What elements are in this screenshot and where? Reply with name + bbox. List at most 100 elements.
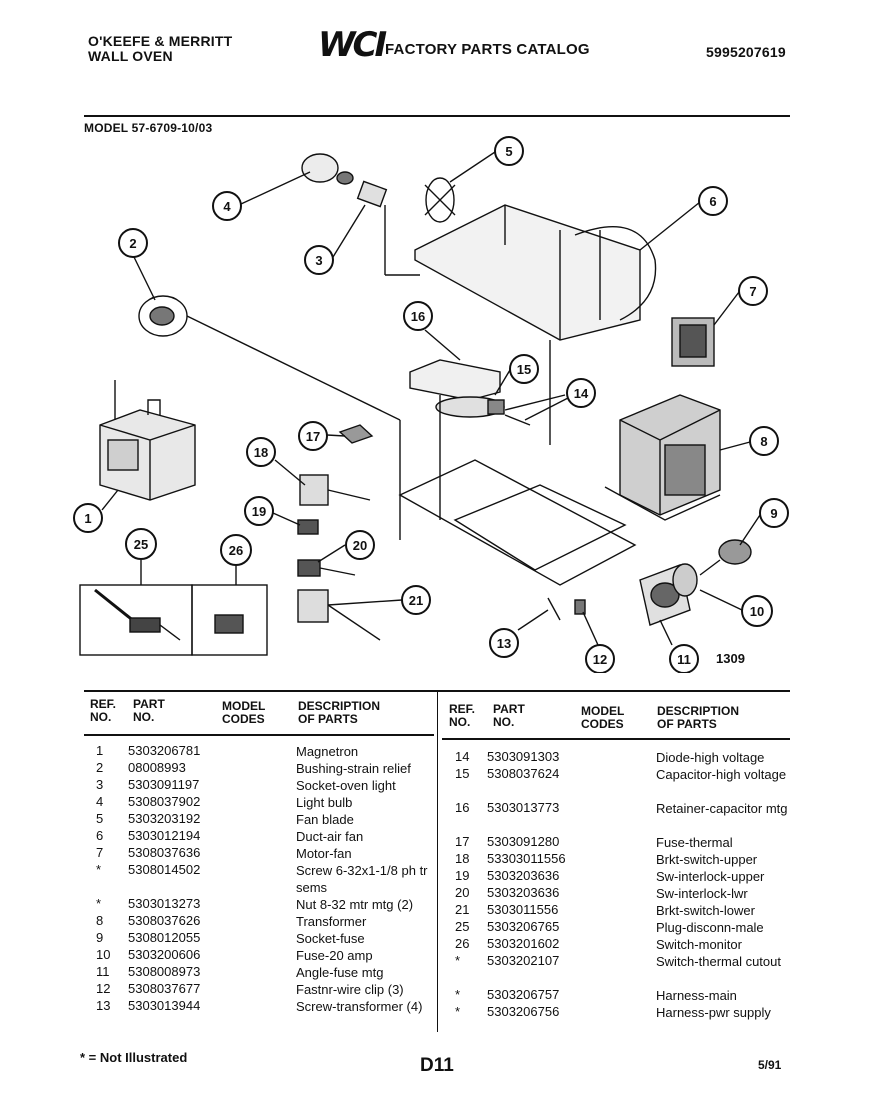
row-description: Plug-disconn-male bbox=[656, 920, 764, 935]
row-description: Switch-thermal cutout bbox=[656, 954, 781, 969]
callout-8: 8 bbox=[749, 426, 779, 456]
header-model-line2: CODES bbox=[222, 712, 265, 726]
callout-text: 17 bbox=[306, 429, 320, 444]
row-part-no: 5303200606 bbox=[128, 947, 201, 962]
row-ref-no: 13 bbox=[96, 998, 111, 1013]
header-ref-line1: REF. bbox=[449, 702, 476, 716]
row-ref-no: 9 bbox=[96, 930, 104, 945]
row-description: Retainer-capacitor mtg bbox=[656, 801, 788, 816]
row-part-no: 53303011556 bbox=[487, 851, 566, 866]
row-ref-no: 1 bbox=[96, 743, 104, 758]
row-part-no: 5303013273 bbox=[128, 896, 201, 911]
row-description: Fan blade bbox=[296, 812, 354, 827]
row-ref-no: 25 bbox=[455, 919, 470, 934]
header-part-line1: PART bbox=[133, 697, 165, 711]
callout-19: 19 bbox=[244, 496, 274, 526]
row-description: Socket-fuse bbox=[296, 931, 365, 946]
row-part-no: 5303013773 bbox=[487, 800, 560, 815]
row-ref-no: 8 bbox=[96, 913, 104, 928]
row-ref-no: 4 bbox=[96, 794, 104, 809]
wci-logo: WCI bbox=[318, 25, 387, 65]
row-ref-no: 14 bbox=[455, 749, 470, 764]
row-ref-no: 16 bbox=[455, 800, 470, 815]
row-description: Brkt-switch-upper bbox=[656, 852, 758, 867]
header-desc-left: DESCRIPTION OF PARTS bbox=[298, 700, 380, 726]
table-header-rule-right bbox=[442, 738, 790, 740]
row-part-no: 08008993 bbox=[128, 760, 186, 775]
header-model-left: MODEL CODES bbox=[222, 700, 265, 726]
callout-4: 4 bbox=[212, 191, 242, 221]
row-part-no: 5303206756 bbox=[487, 1004, 560, 1019]
row-ref-no: 20 bbox=[455, 885, 470, 900]
row-description: Duct-air fan bbox=[296, 829, 364, 844]
header-model-line1: MODEL bbox=[581, 704, 625, 718]
row-description: Motor-fan bbox=[296, 846, 352, 861]
figure-number: 1309 bbox=[716, 651, 745, 666]
callout-1: 1 bbox=[73, 503, 103, 533]
row-ref-no: * bbox=[96, 862, 102, 877]
callout-text: 3 bbox=[315, 253, 322, 268]
row-ref-no: 3 bbox=[96, 777, 104, 792]
row-description: Fuse-thermal bbox=[656, 835, 733, 850]
callout-text: 13 bbox=[497, 636, 511, 651]
callout-text: 10 bbox=[750, 604, 764, 619]
row-description: Transformer bbox=[296, 914, 367, 929]
header-model-line1: MODEL bbox=[222, 699, 266, 713]
callout-21: 21 bbox=[401, 585, 431, 615]
callout-text: 7 bbox=[749, 284, 756, 299]
row-part-no: 5303201602 bbox=[487, 936, 560, 951]
callout-text: 19 bbox=[252, 504, 266, 519]
callout-text: 8 bbox=[760, 434, 767, 449]
callout-15: 15 bbox=[509, 354, 539, 384]
header-model-line2: CODES bbox=[581, 717, 624, 731]
row-ref-no: * bbox=[455, 953, 461, 968]
header-part-line2: NO. bbox=[493, 715, 515, 729]
row-part-no: 5303206765 bbox=[487, 919, 560, 934]
callout-text: 26 bbox=[229, 543, 243, 558]
page-number: D11 bbox=[420, 1055, 454, 1076]
callout-18: 18 bbox=[246, 437, 276, 467]
callout-6: 6 bbox=[698, 186, 728, 216]
row-part-no: 5303091280 bbox=[487, 834, 560, 849]
table-top-rule bbox=[84, 690, 790, 692]
row-part-no: 5303091197 bbox=[128, 777, 200, 792]
catalog-number: 5995207619 bbox=[706, 44, 786, 60]
callout-14: 14 bbox=[566, 378, 596, 408]
row-ref-no: * bbox=[455, 1004, 461, 1019]
row-description: Sw-interlock-upper bbox=[656, 869, 765, 884]
row-part-no: 5308014502 bbox=[128, 862, 201, 877]
callouts: 1 2 3 4 5 6 7 8 9 10 11 12 13 14 15 16 1… bbox=[73, 136, 789, 673]
model-number: MODEL 57-6709-10/03 bbox=[84, 121, 213, 135]
row-ref-no: 18 bbox=[455, 851, 470, 866]
row-description: Screw 6-32x1-1/8 ph tr sems bbox=[296, 863, 428, 895]
table-header-rule-left bbox=[84, 734, 434, 736]
row-part-no: 5303011556 bbox=[487, 902, 559, 917]
callout-17: 17 bbox=[298, 421, 328, 451]
brand-name: O'KEEFE & MERRITT WALL OVEN bbox=[88, 34, 232, 64]
catalog-title: FACTORY PARTS CATALOG bbox=[385, 41, 590, 58]
callout-13: 13 bbox=[489, 628, 519, 658]
row-part-no: 5303206781 bbox=[128, 743, 201, 758]
header-model-right: MODEL CODES bbox=[581, 705, 624, 731]
row-description: Socket-oven light bbox=[296, 778, 396, 793]
callout-text: 21 bbox=[409, 593, 423, 608]
row-description: Angle-fuse mtg bbox=[296, 965, 384, 980]
callout-5: 5 bbox=[494, 136, 524, 166]
magnetron-drawing bbox=[99, 380, 196, 501]
row-part-no: 5303203636 bbox=[487, 868, 560, 883]
row-part-no: 5303206757 bbox=[487, 987, 560, 1002]
row-part-no: 5308012055 bbox=[128, 930, 201, 945]
row-part-no: 5303202107 bbox=[487, 953, 560, 968]
row-ref-no: 5 bbox=[96, 811, 104, 826]
callout-12: 12 bbox=[585, 644, 615, 673]
header-rule bbox=[84, 115, 790, 117]
row-part-no: 5308037624 bbox=[487, 766, 560, 781]
row-part-no: 5308037902 bbox=[128, 794, 201, 809]
header-part-right: PART NO. bbox=[493, 703, 525, 729]
row-part-no: 5308037677 bbox=[128, 981, 201, 996]
row-part-no: 5308008973 bbox=[128, 964, 201, 979]
row-ref-no: 15 bbox=[455, 766, 470, 781]
callout-9: 9 bbox=[759, 498, 789, 528]
row-ref-no: 7 bbox=[96, 845, 104, 860]
row-description: Screw-transformer (4) bbox=[296, 999, 423, 1014]
